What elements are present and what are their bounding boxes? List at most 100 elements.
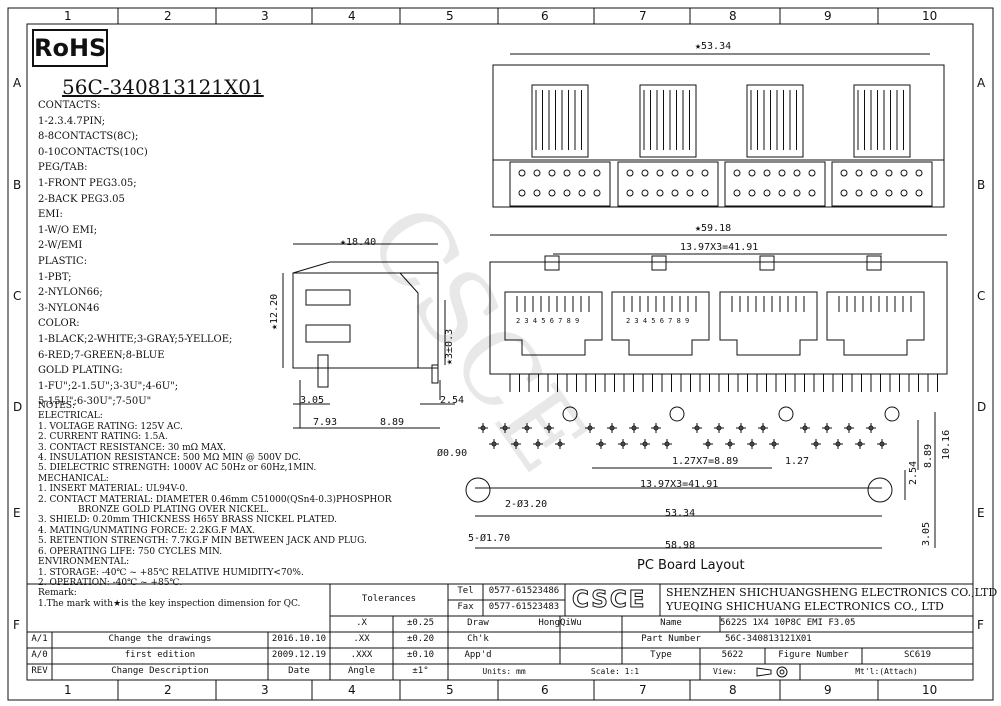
- dim-front-width: ★59.18: [695, 223, 732, 234]
- options-line: 1-2.3.4.7PIN;: [38, 115, 106, 127]
- mtl-label: Mt'l:(Attach): [855, 667, 918, 676]
- grid-label: C: [13, 289, 22, 303]
- name-label: Name: [660, 618, 682, 628]
- dim-pcb-pitch: 13.97X3=41.91: [640, 479, 719, 490]
- grid-label: F: [977, 618, 984, 632]
- dim-side-793: 7.93: [313, 417, 338, 428]
- options-line: 6-RED;7-GREEN;8-BLUE: [38, 349, 165, 361]
- options-line: 1-BLACK;2-WHITE;3-GRAY;5-YELLOE;: [38, 333, 233, 345]
- notes-line: 1. INSERT MATERIAL: UL94V-0.: [38, 484, 188, 495]
- grid-label: 4: [348, 9, 356, 23]
- notes-line: 2. CONTACT MATERIAL: DIAMETER 0.46mm C51…: [38, 494, 392, 505]
- view-label: View:: [712, 667, 738, 676]
- grid-label: 5: [446, 9, 454, 23]
- dim-side-254: 2.54: [440, 395, 465, 406]
- part-value: 56C-340813121X01: [725, 634, 812, 644]
- type-value: 5622: [721, 650, 744, 660]
- draw-label: Draw: [467, 618, 489, 628]
- name-value: 5622S 1X4 10P8C EMI F3.05: [720, 618, 856, 628]
- tol-v-2: ±0.10: [406, 650, 435, 660]
- notes-line: 2. CURRENT RATING: 1.5A.: [38, 432, 168, 443]
- side-view: [282, 243, 455, 429]
- dim-pcb-1016: 10.16: [941, 429, 952, 460]
- chk-label: Ch'k: [467, 634, 489, 644]
- options-line: 1-FU";2-1.5U";3-3U";4-6U";: [38, 380, 179, 392]
- part-code: 56C-340813121X01: [62, 75, 264, 99]
- grid-label: 4: [348, 683, 356, 697]
- dim-side-height: ★12.20: [269, 293, 280, 330]
- figure-label: Figure Number: [778, 650, 849, 660]
- dim-pcb-2hole: 2-Ø3.20: [505, 499, 548, 510]
- options-line: PLASTIC:: [38, 255, 88, 267]
- tol-v-0: ±0.25: [406, 618, 435, 628]
- notes-line: ELECTRICAL:: [38, 411, 103, 422]
- notes-line: 5. DIELECTRIC STRENGTH: 1000V AC 50Hz or…: [38, 463, 317, 474]
- grid-label: E: [977, 506, 985, 520]
- rev-header: REV: [31, 666, 48, 676]
- grid-label: E: [13, 506, 21, 520]
- grid-label: 7: [639, 683, 647, 697]
- part-label: Part Number: [641, 634, 701, 644]
- notes-block: NOTES:ELECTRICAL:1. VOLTAGE RATING: 125V…: [38, 401, 392, 609]
- grid-label: B: [13, 178, 22, 192]
- top-view: [492, 53, 945, 208]
- grid-label: 9: [824, 9, 832, 23]
- notes-line: 4. INSULATION RESISTANCE: 500 MΩ MIN @ 5…: [38, 453, 301, 464]
- grid-label: D: [13, 400, 23, 414]
- option-legend: CONTACTS:1-2.3.4.7PIN;8-8CONTACTS(8C);0-…: [38, 98, 232, 410]
- grid-label: 9: [824, 683, 832, 697]
- grid-label: A: [977, 76, 986, 90]
- rev-date-1: 2009.12.19: [271, 650, 327, 660]
- rev-desc-1: first edition: [124, 650, 196, 660]
- tol-k-2: .XXX: [350, 650, 373, 660]
- notes-line: MECHANICAL:: [38, 473, 109, 484]
- scale-label: Scale: 1:1: [590, 667, 640, 676]
- dim-pcb-305: 3.05: [921, 521, 932, 546]
- dim-pcb-254: 2.54: [908, 460, 919, 485]
- dim-side-peg: ★3±0.3: [444, 328, 455, 365]
- grid-label: 8: [729, 683, 737, 697]
- grid-label: 8: [729, 9, 737, 23]
- tolerances-label: Tolerances: [361, 594, 417, 604]
- options-line: CONTACTS:: [38, 100, 101, 111]
- tol-k-1: .XX: [353, 634, 370, 644]
- grid-label: 3: [261, 683, 269, 697]
- type-label: Type: [650, 650, 672, 660]
- options-line: 2-NYLON66;: [38, 287, 103, 299]
- grid-label: 1: [64, 683, 72, 697]
- dim-side-889: 8.89: [380, 417, 405, 428]
- rev-desc-0: Change the drawings: [108, 634, 212, 644]
- rev-header-date: Date: [288, 666, 310, 676]
- figure-value: SC619: [903, 650, 932, 660]
- grid-label: 6: [541, 683, 549, 697]
- fax-value: 0577-61523483: [488, 602, 560, 612]
- rohs-badge: RoHS: [32, 29, 108, 67]
- tel-label: Tel: [457, 586, 474, 596]
- options-line: EMI:: [38, 209, 63, 221]
- options-line: 8-8CONTACTS(8C);: [38, 131, 139, 143]
- grid-label: 10: [922, 9, 938, 23]
- dim-top-width: ★53.34: [695, 41, 732, 52]
- dim-pcb-5898: 58.98: [665, 540, 696, 551]
- grid-label: 2: [164, 9, 172, 23]
- notes-line: BRONZE GOLD PLATING OVER NICKEL.: [38, 505, 269, 516]
- options-line: 1-W/O EMI;: [38, 224, 98, 236]
- notes-line: Remark:: [38, 588, 77, 599]
- rev-header-desc: Change Description: [111, 666, 209, 676]
- pcb-title: PC Board Layout: [637, 558, 745, 573]
- dim-side-width: ★18.40: [340, 237, 377, 248]
- tol-k-3: Angle: [347, 666, 376, 676]
- tel-value: 0577-61523486: [488, 586, 560, 596]
- company-logo: CSCE: [571, 587, 647, 614]
- dim-pcb-5334: 53.34: [665, 508, 696, 519]
- grid-label: F: [13, 618, 20, 632]
- rev-date-0: 2016.10.10: [271, 634, 327, 644]
- grid-label: 3: [261, 9, 269, 23]
- grid-label: A: [13, 76, 22, 90]
- options-line: 5-15U";6-30U";7-50U": [38, 396, 152, 408]
- tol-k-0: .X: [356, 618, 367, 628]
- grid-label: B: [977, 178, 986, 192]
- notes-line: 2. OPERATION: -40℃ ~ +85℃.: [38, 577, 183, 588]
- notes-line: 6. OPERATING LIFE: 750 CYCLES MIN.: [38, 546, 223, 557]
